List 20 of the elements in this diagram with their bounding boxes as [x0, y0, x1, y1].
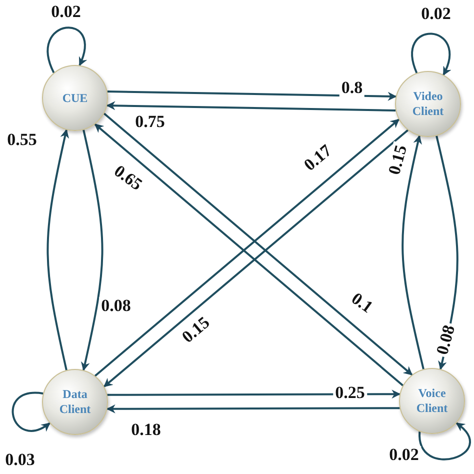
arrow [46, 26, 87, 74]
state-label: Data Client [58, 387, 92, 417]
state-circle [42, 65, 108, 131]
state-circle [399, 368, 465, 434]
arrow [46, 129, 70, 370]
state-label: CUE [61, 90, 89, 106]
arrow [106, 404, 400, 414]
state-label: Voice Client [415, 386, 449, 416]
edge-label: 0.8 [339, 79, 365, 97]
arrow [106, 101, 396, 112]
state-label: Video Client [411, 89, 445, 119]
arrow [411, 32, 451, 76]
state-circle [395, 71, 461, 137]
arrow [107, 390, 401, 399]
arrow [80, 130, 104, 371]
arrow [402, 135, 424, 370]
arrow [107, 90, 397, 101]
arrow [418, 422, 471, 460]
state-circle [42, 369, 108, 435]
arrow [12, 392, 50, 432]
